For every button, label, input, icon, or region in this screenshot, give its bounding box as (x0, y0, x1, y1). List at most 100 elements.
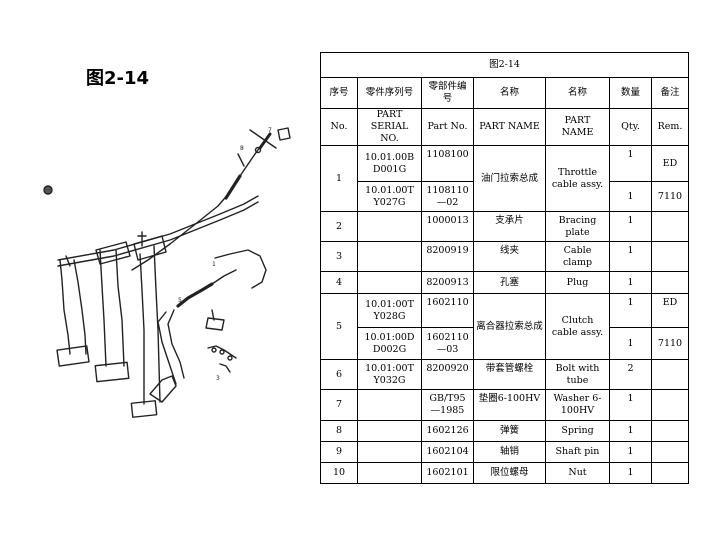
table-row: 1 10.01.00B D001G 1108100 油门拉索总成 Throttl… (320, 145, 689, 212)
row-number: 9 (320, 441, 358, 463)
name-en-cell: Spring (545, 420, 610, 442)
header-cell: PART SERIAL NO. (357, 108, 422, 146)
bracing-plate (205, 317, 225, 331)
table-row: 5 10.01:00T Y028G 1602110 离合器拉索总成 Clutch… (320, 293, 689, 360)
serial-cell: 10.01:00D D002G (357, 327, 422, 360)
name-en-cell: Washer 6-100HV (545, 389, 610, 421)
part-no-cell: 1602104 (421, 441, 474, 463)
header-cell: 数量 (609, 77, 652, 109)
qty-cell: 1 (609, 293, 652, 328)
serial-cell (357, 441, 422, 463)
remark-cell (651, 241, 689, 272)
table-row: 6 10.01:00T Y032G 8200920 带套管螺栓 Bolt wit… (320, 359, 689, 390)
header-cell: 名称 (473, 77, 546, 109)
name-cn-cell: 限位螺母 (473, 462, 546, 484)
remark-cell (651, 462, 689, 484)
header-cell: 序号 (320, 77, 358, 109)
name-en-cell: Plug (545, 271, 610, 294)
remark-cell (651, 420, 689, 442)
part-no-cell: 1602101 (421, 462, 474, 484)
serial-cell: 10.01:00T Y028G (357, 293, 422, 328)
callout-label: 8 (240, 145, 244, 152)
header-cell: PART NAME (473, 108, 546, 146)
table-caption: 图2-14 (320, 52, 689, 78)
clutch-pedal (59, 259, 87, 355)
pedal-shaft (57, 195, 259, 261)
name-en-cell: Shaft pin (545, 441, 610, 463)
header-cell: 零件序列号 (357, 77, 422, 109)
remark-cell: 7110 (651, 181, 689, 212)
header-cell: Rem. (651, 108, 689, 146)
qty-cell: 1 (609, 441, 652, 463)
qty-cell: 1 (609, 271, 652, 294)
row-number: 2 (320, 211, 358, 242)
qty-cell: 1 (609, 211, 652, 242)
part-no-cell: 8200920 (421, 359, 474, 390)
table-row: 10.01:00D D002G 1602110 —03 1 7110 (321, 327, 689, 360)
row-number: 10 (320, 462, 358, 484)
caption-row: 图2-14 (320, 52, 689, 78)
name-cn-cell: 轴销 (473, 441, 546, 463)
header-cell: Qty. (609, 108, 652, 146)
name-cn-cell: 支承片 (473, 211, 546, 242)
name-cn-cell: 离合器拉索总成 (473, 293, 546, 360)
part-no-cell: 8200919 (421, 241, 474, 272)
serial-cell: 10.01.00T Y027G (357, 181, 422, 212)
qty-cell: 1 (609, 327, 652, 360)
header-cell: No. (320, 108, 358, 146)
parts-table: 图2-14 序号 零件序列号 零部件编号 名称 名称 数量 备注 No. PAR… (320, 52, 689, 484)
qty-cell: 1 (609, 389, 652, 421)
remark-cell (651, 211, 689, 242)
name-en-cell: Cable clamp (545, 241, 610, 272)
table-row: 3 8200919 线夹 Cable clamp 1 (320, 241, 689, 272)
nut-part (43, 185, 53, 195)
header-row-en: No. PART SERIAL NO. Part No. PART NAME P… (320, 108, 689, 146)
qty-cell: 1 (609, 181, 652, 212)
serial-cell: 10.01.00B D001G (357, 145, 422, 182)
serial-cell (357, 462, 422, 484)
qty-cell: 1 (609, 145, 652, 182)
name-en-cell: Clutch cable assy. (545, 293, 610, 360)
qty-cell: 1 (609, 420, 652, 442)
name-en-cell: Bracing plate (545, 211, 610, 242)
callout-label: 3 (216, 375, 220, 382)
name-en-cell: Throttle cable assy. (545, 145, 610, 212)
name-en-cell: Nut (545, 462, 610, 484)
name-cn-cell: 弹簧 (473, 420, 546, 442)
callout-label: 5 (178, 297, 182, 304)
table-row: 2 1000013 支承片 Bracing plate 1 (320, 211, 689, 242)
row-number: 7 (320, 389, 358, 421)
name-cn-cell: 垫圈6-100HV (473, 389, 546, 421)
part-no-cell: 1602110 (421, 293, 474, 328)
brake-pedal (99, 249, 125, 367)
remark-cell (651, 389, 689, 421)
serial-cell (357, 211, 422, 242)
part-no-cell: 1602110 —03 (421, 327, 474, 360)
figure-label: 图2-14 (86, 68, 150, 89)
part-no-cell: 1000013 (421, 211, 474, 242)
row-number: 8 (320, 420, 358, 442)
accelerator-pedal (139, 245, 161, 405)
header-cell: PART NAME (545, 108, 610, 146)
table-row: 9 1602104 轴销 Shaft pin 1 (320, 441, 689, 463)
row-number: 6 (320, 359, 358, 390)
header-cell: Part No. (421, 108, 474, 146)
remark-cell: 7110 (651, 327, 689, 360)
name-cn-cell: 油门拉索总成 (473, 145, 546, 212)
callout-label: 7 (268, 127, 272, 134)
remark-cell (651, 359, 689, 390)
serial-cell (357, 420, 422, 442)
row-number: 3 (320, 241, 358, 272)
serial-cell (357, 241, 422, 272)
part-no-cell: 1108100 (421, 145, 474, 182)
name-cn-cell: 孔塞 (473, 271, 546, 294)
qty-cell: 1 (609, 462, 652, 484)
remark-cell (651, 441, 689, 463)
name-en-cell: Bolt with tube (545, 359, 610, 390)
table-row: 8 1602126 弹簧 Spring 1 (320, 420, 689, 442)
table-row: 4 8200913 孔塞 Plug 1 (320, 271, 689, 294)
header-cell: 零部件编号 (421, 77, 474, 109)
serial-cell (357, 389, 422, 421)
row-number: 1 (320, 145, 358, 212)
remark-cell: ED (651, 145, 689, 182)
